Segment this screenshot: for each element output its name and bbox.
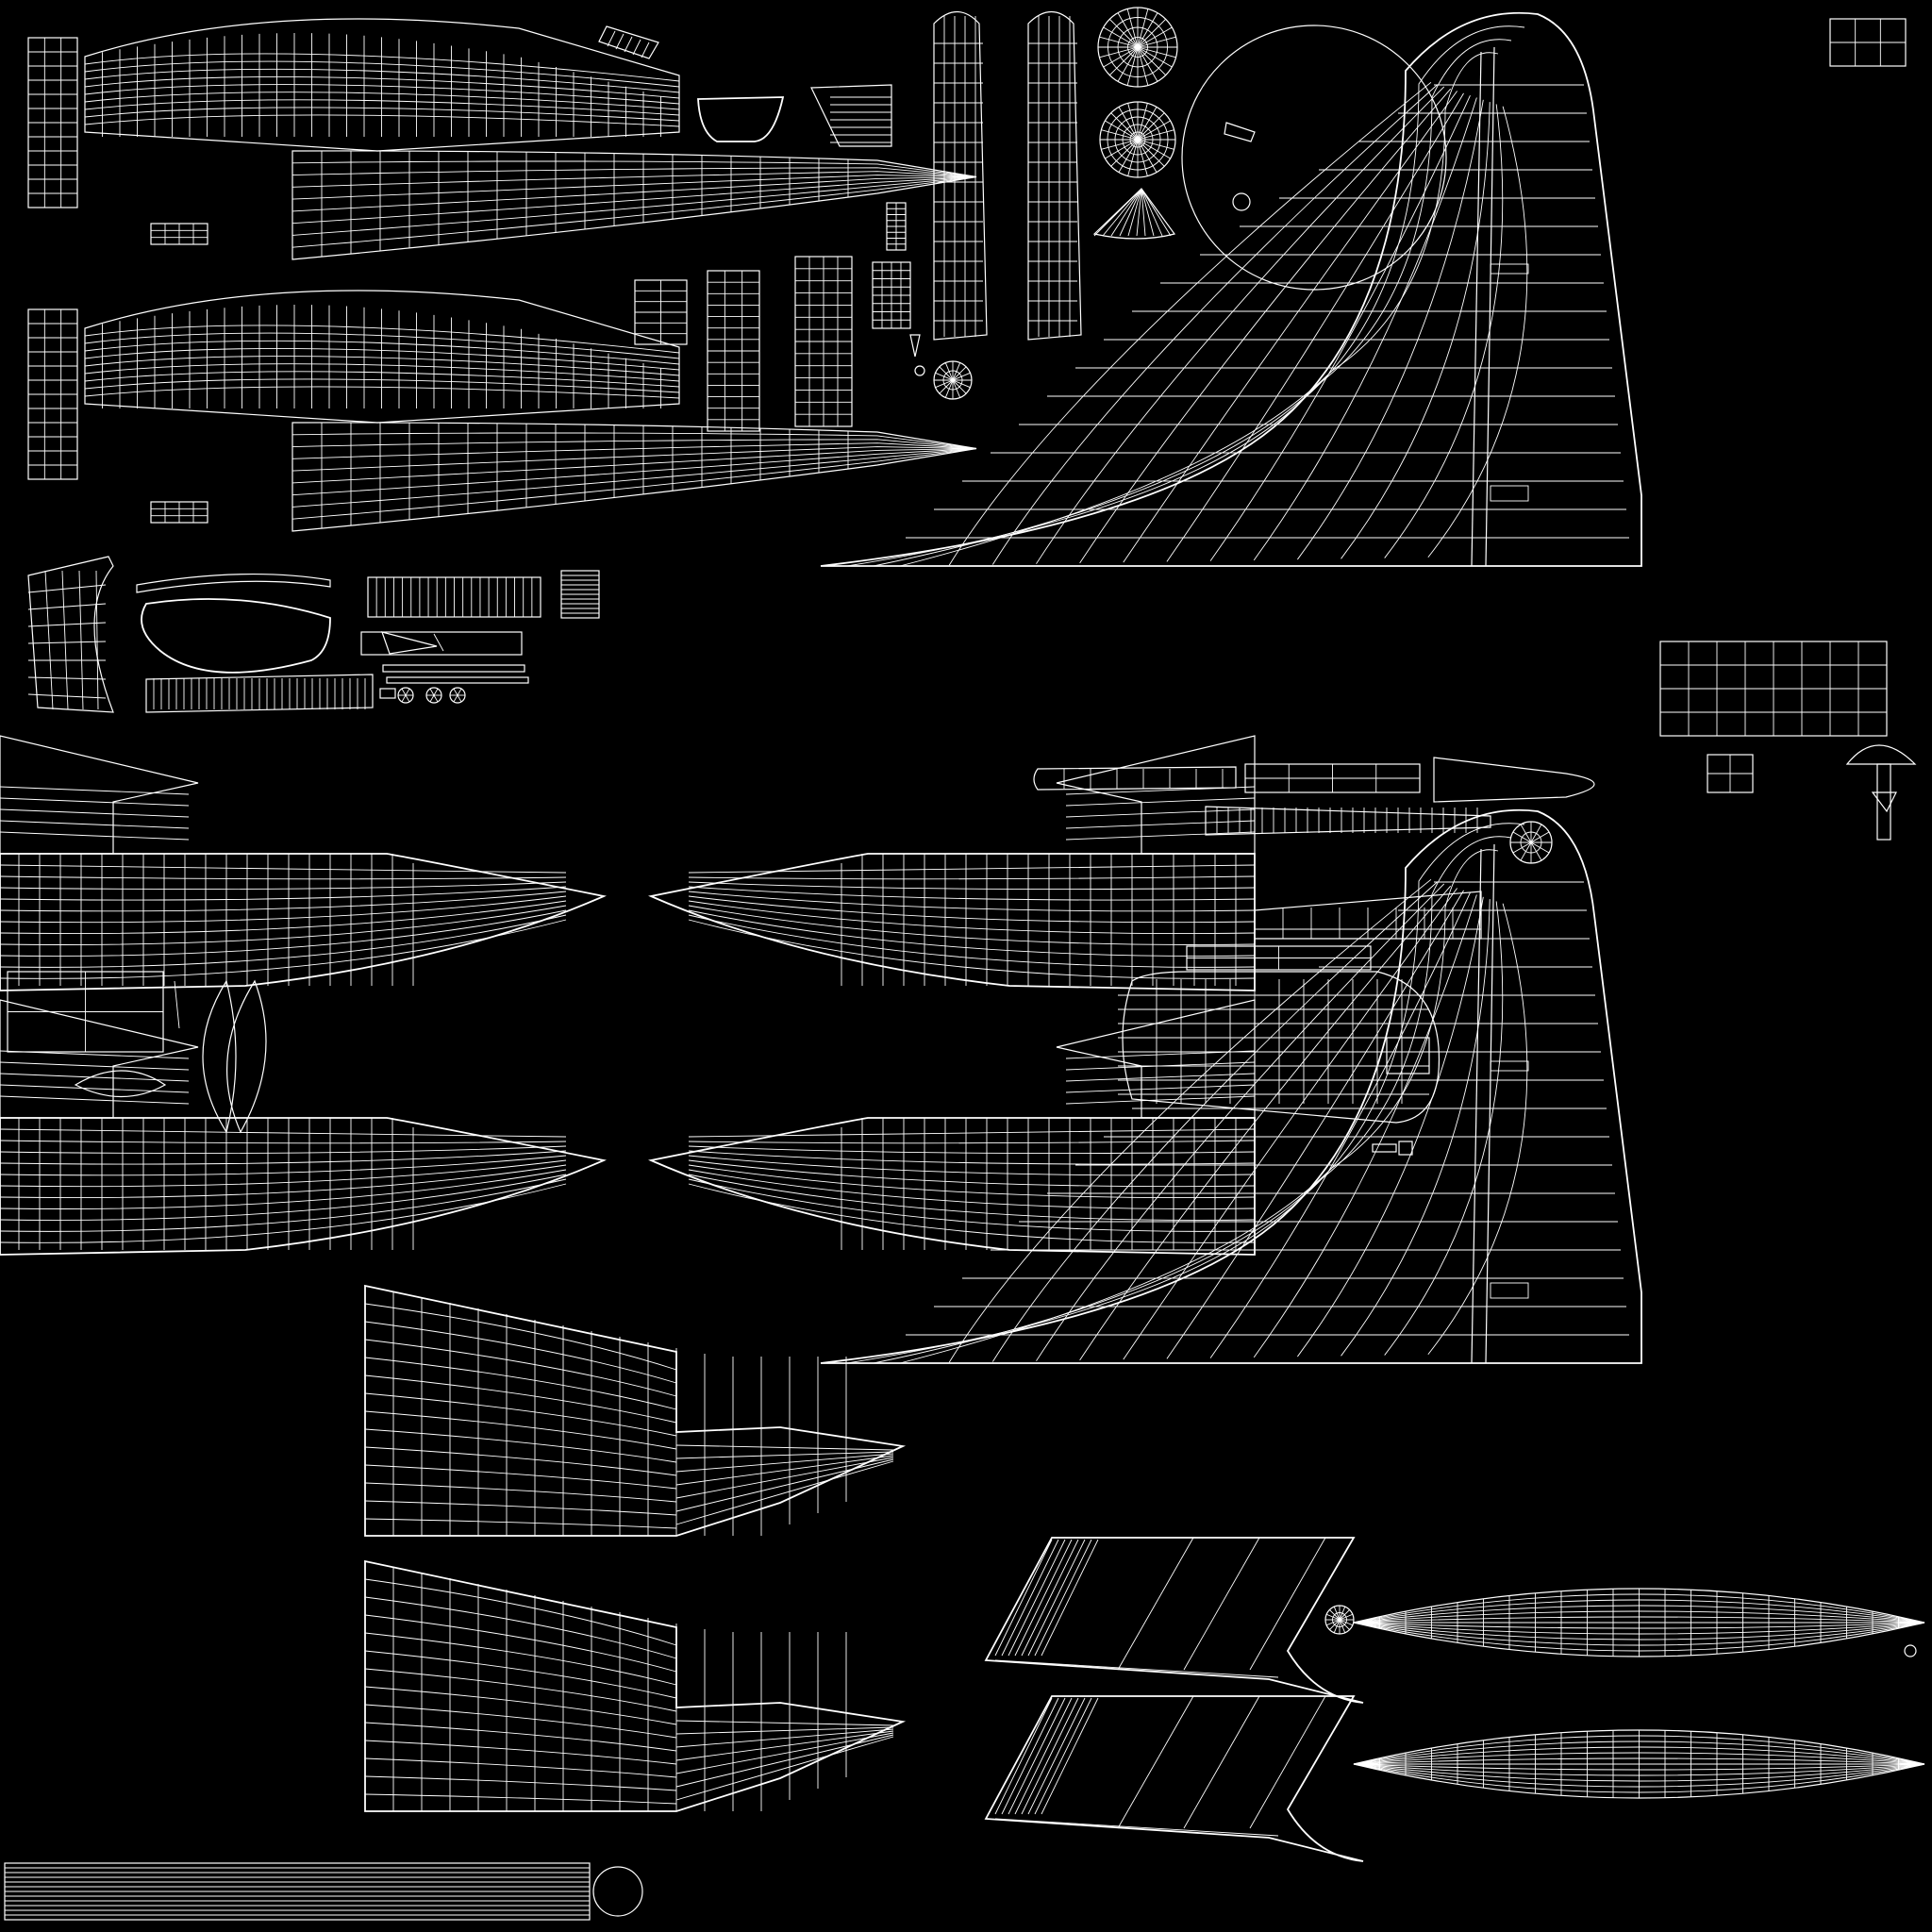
tiny-wheel <box>397 687 414 704</box>
fuselage-upper-b <box>84 290 680 424</box>
wing-left-upper <box>0 735 607 991</box>
tiny-wheel <box>425 687 442 704</box>
block-a <box>634 279 688 345</box>
wing-right-lower <box>648 999 1256 1256</box>
fuselage-upper-a-cap <box>27 37 78 208</box>
propeller-blade-1 <box>933 10 988 341</box>
square-grid <box>1707 754 1754 793</box>
spinner-disc-a <box>1097 7 1178 88</box>
bar-piece-b <box>1186 945 1372 971</box>
long-strip-d <box>1205 806 1491 836</box>
tiny-wheel <box>449 687 466 704</box>
tank-tip <box>1904 1644 1917 1657</box>
ladder-a <box>367 576 541 618</box>
tail-fin-lower <box>820 808 1642 1364</box>
fuselage-upper-b-cap <box>27 308 78 480</box>
wing-right-upper <box>648 735 1256 991</box>
rudder-base <box>1659 641 1888 737</box>
fuselage-upper-a-nose <box>291 150 977 260</box>
lower-body-a <box>364 1284 907 1537</box>
leaf-shapes <box>74 979 267 1134</box>
top-right-box <box>1829 18 1907 67</box>
door-panel <box>7 971 164 1053</box>
stabilizer-upper <box>984 1537 1364 1704</box>
drop-tank-upper <box>1353 1588 1925 1657</box>
spinner-disc-b <box>1099 101 1176 178</box>
spinner-fan <box>1092 188 1176 240</box>
wing-root-curve <box>27 556 114 713</box>
mushroom-part <box>1845 744 1917 841</box>
bit-small-a <box>150 223 208 245</box>
gear-strut <box>360 631 523 656</box>
window-ring <box>136 574 331 674</box>
small-ring-mid <box>1509 821 1553 864</box>
drop-tank-lower <box>1353 1729 1925 1799</box>
propeller-blade-2 <box>1027 10 1082 341</box>
block-b <box>707 270 760 432</box>
bit-small-b <box>150 501 208 524</box>
tiny-pins <box>909 122 1256 376</box>
tiny-wheels <box>379 664 529 699</box>
long-strip-a <box>1033 766 1237 791</box>
lower-body-b <box>364 1559 907 1812</box>
bottom-disc <box>592 1866 643 1917</box>
long-strip-c <box>1433 757 1595 803</box>
flap-piece <box>810 84 892 147</box>
tiny-clip <box>1372 1141 1413 1156</box>
block-d <box>872 261 911 329</box>
gear-bar <box>145 674 374 713</box>
tiny-block <box>598 25 659 59</box>
bar-piece <box>1254 891 1482 940</box>
stabilizer-lower <box>984 1695 1364 1862</box>
fuselage-upper-a <box>84 18 680 152</box>
canopy-small <box>697 96 785 142</box>
tank-cap <box>1324 1605 1355 1635</box>
bottom-strip <box>4 1862 591 1921</box>
fuselage-upper-b-nose <box>291 422 977 532</box>
wing-left-lower <box>0 999 607 1256</box>
tail-fin-upper <box>820 11 1642 567</box>
long-strip-b <box>1244 763 1421 793</box>
ring-small <box>933 360 973 400</box>
large-disc <box>1181 25 1447 291</box>
ladder-b <box>560 570 600 619</box>
block-c <box>794 256 853 427</box>
block-e <box>886 202 907 251</box>
